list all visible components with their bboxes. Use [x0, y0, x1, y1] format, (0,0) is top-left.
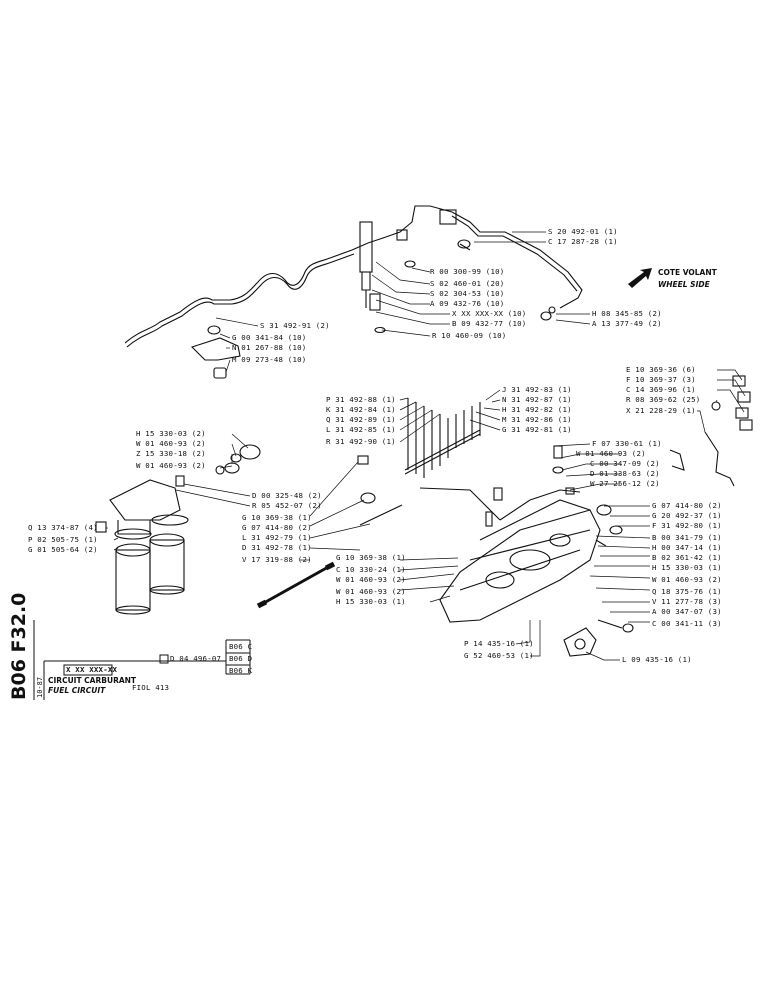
part-label: S 20 492-01 (1): [548, 227, 618, 236]
part-label: V 17 319-88 (2): [242, 555, 312, 564]
part-label: H 31 492-82 (1): [502, 405, 572, 414]
part-label: V 11 277-78 (3): [652, 597, 722, 606]
part-label: G 31 492-81 (1): [502, 425, 572, 434]
model-name: FIOL 413: [132, 683, 170, 692]
part-label: H 08 345-85 (2): [592, 309, 662, 318]
part-label: G 01 505-64 (2): [28, 545, 98, 554]
part-label: G 00 341-84 (10): [232, 333, 307, 342]
part-label: H 00 347-14 (1): [652, 543, 722, 552]
part-label: F 07 330-61 (1): [592, 439, 662, 448]
part-label: H 15 330-03 (1): [652, 563, 722, 572]
model-ref: D 04 496-07: [170, 654, 222, 663]
part-label: L 31 492-79 (1): [242, 533, 312, 542]
part-label: L 09 435-16 (1): [622, 655, 692, 664]
part-label: D 01 338-63 (2): [590, 469, 660, 478]
part-label: P 02 505-75 (1): [28, 535, 98, 544]
part-label: B 09 432-77 (10): [452, 319, 527, 328]
clamp-plate: [190, 337, 241, 361]
right-fuel-pipe: [451, 211, 583, 309]
part-label: F 31 492-80 (1): [652, 521, 722, 530]
ref-box-text: X XX XXX-XX: [66, 665, 118, 674]
part-label: G 10 369-38 (1): [242, 513, 312, 522]
part-label: P 31 492-88 (1): [326, 395, 396, 404]
part-label: H 15 330-03 (1): [336, 597, 406, 606]
model-ref-box: [159, 654, 169, 664]
part-label: A 13 377-49 (2): [592, 319, 662, 328]
part-label: F 10 369-37 (3): [626, 375, 696, 384]
part-label: Q 31 492-89 (1): [326, 415, 396, 424]
part-label: G 20 492-37 (1): [652, 511, 722, 520]
title-french: CIRCUIT CARBURANT: [48, 676, 137, 685]
pump-flange: [563, 627, 597, 657]
injector-body: [359, 221, 373, 273]
part-label: C 00 341-11 (3): [652, 619, 722, 628]
part-label: C 00 347-09 (2): [590, 459, 660, 468]
part-label: X XX XXX-XX (10): [452, 309, 527, 318]
wheel-side-arrow: [628, 268, 652, 288]
top-fuel-pipe: [124, 205, 453, 344]
part-label: Z 15 330-18 (2): [136, 449, 206, 458]
part-label: B 00 341-79 (1): [652, 533, 722, 542]
part-label: M 31 492-86 (1): [502, 415, 572, 424]
part-label: X 21 228-29 (1): [626, 406, 696, 415]
part-label: D 31 492-78 (1): [242, 543, 312, 552]
part-label: W 01 460-93 (2): [336, 575, 406, 584]
ref-box: [63, 664, 113, 676]
tee-fitting: [439, 209, 457, 225]
model-b06d: B06 D: [229, 654, 253, 663]
part-label: C 17 287-28 (1): [548, 237, 618, 246]
part-label: S 31 492-91 (2): [260, 321, 330, 330]
part-label: G 10 369-38 (1): [336, 553, 406, 562]
part-label: Q 13 374-87 (4): [28, 523, 98, 532]
part-label: S 02 460-01 (20): [430, 279, 505, 288]
part-label: E 10 369-36 (6): [626, 365, 696, 374]
part-label: H 15 330-03 (2): [136, 429, 206, 438]
part-label: B 02 361-42 (1): [652, 553, 722, 562]
part-label: L 31 492-85 (1): [326, 425, 396, 434]
part-label: S 02 304-53 (10): [430, 289, 505, 298]
part-label: G 52 460-53 (1): [464, 651, 534, 660]
part-label: W 01 460-93 (2): [136, 439, 206, 448]
part-label: D 00 325-48 (2): [252, 491, 322, 500]
part-label: A 00 347-07 (3): [652, 607, 722, 616]
part-label: G 07 414-80 (2): [242, 523, 312, 532]
title-english: FUEL CIRCUIT: [48, 686, 106, 695]
part-label: W 27 256-12 (2): [590, 479, 660, 488]
part-label: Q 18 375-76 (1): [652, 587, 722, 596]
sheet-code: B06 F32.0: [8, 592, 30, 700]
injection-pump-body: [439, 509, 601, 623]
filter-canister-right: [149, 539, 185, 591]
model-b06c: B06 C: [229, 642, 253, 651]
part-label: J 31 492-83 (1): [502, 385, 572, 394]
part-label: R 05 452-07 (2): [252, 501, 322, 510]
part-label: M 09 273-48 (10): [232, 355, 307, 364]
filter-head: [109, 479, 181, 521]
part-label: C 14 369-96 (1): [626, 385, 696, 394]
part-label: W 01 460-93 (2): [576, 449, 646, 458]
model-b06k: B06 K: [229, 666, 253, 675]
part-label: A 09 432-76 (10): [430, 299, 505, 308]
side-french: COTE VOLANT: [658, 268, 717, 277]
part-label: N 31 492-87 (1): [502, 395, 572, 404]
side-english: WHEEL SIDE: [658, 280, 710, 289]
part-label: G 07 414-80 (2): [652, 501, 722, 510]
part-label: N 01 267-88 (10): [232, 343, 307, 352]
part-label: R 08 369-62 (25): [626, 395, 701, 404]
part-label: R 31 492-90 (1): [326, 437, 396, 446]
part-label: W 01 460-93 (2): [336, 587, 406, 596]
part-label: K 31 492-84 (1): [326, 405, 396, 414]
part-label: W 01 460-93 (2): [136, 461, 206, 470]
fuel-pipe-bundle: [407, 398, 481, 478]
part-label: C 10 330-24 (1): [336, 565, 406, 574]
part-label: R 00 300-99 (10): [430, 267, 505, 276]
part-label: P 14 435-16 (1): [464, 639, 534, 648]
sheet-date: 10-87: [36, 676, 44, 698]
part-label: R 10 460-09 (10): [432, 331, 507, 340]
filter-canister-left: [115, 549, 151, 611]
part-label: W 01 460-93 (2): [652, 575, 722, 584]
